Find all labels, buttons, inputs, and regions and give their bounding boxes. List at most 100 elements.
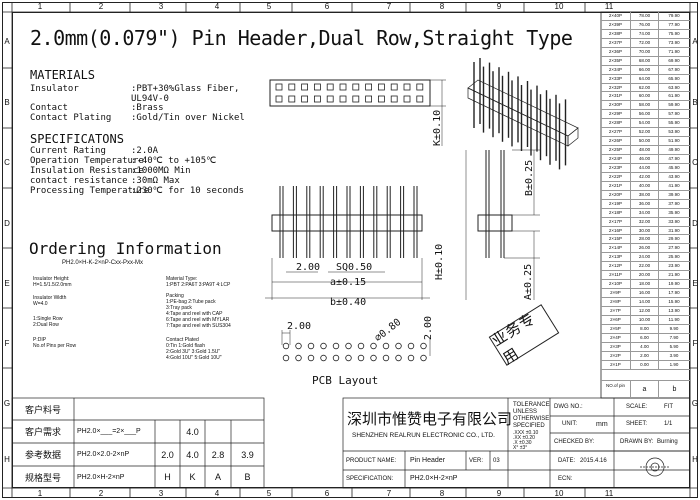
spec-b: B [244,472,251,482]
materials-value: :Gold/Tin over Nickel [131,113,245,123]
tolerance-value: .XX ±0.20 [513,435,535,441]
order-note: 3:Tray pack [166,305,192,311]
customer-req-k: 4.0 [186,426,199,437]
spec-label: Operation Temperature [30,156,144,166]
part-dim-b: 27.90 [668,245,680,251]
part-dim-a: 10.00 [631,315,659,324]
ruler-label: 9 [496,2,502,11]
materials-value: UL94V-0 [131,94,169,104]
part-dim-a: 44.00 [631,163,659,172]
part-pin-count: 2×5P [601,324,631,333]
ruler-label: 4 [214,2,220,11]
reference-h: 2.0 [161,449,174,460]
part-dim-b: 45.90 [668,164,680,170]
reference-a: 2.8 [211,449,225,460]
part-pin-count: 2×10P [601,280,631,289]
part-dim-b: 29.90 [668,236,680,242]
order-note: P:DIP [33,337,47,343]
spec-value: :1000MΩ Min [131,166,191,176]
pcb-hole [382,342,390,350]
part-dim-b: 35.90 [668,209,680,215]
top-view-pin [339,95,347,103]
spec-value: :30mΩ Max [131,176,180,186]
order-note: 6:Tape and reel with MYLAR [166,317,230,323]
top-view-pin [326,83,334,91]
inner-frame [12,12,690,488]
projection-symbol [640,457,670,477]
top-view-pin [390,83,398,91]
part-pin-count: 2×7P [601,306,631,315]
part-dim-a: 68.00 [631,56,659,65]
title-block-grid [342,397,691,489]
pcb-hole [407,354,415,362]
scale-label: SCALE: [626,404,648,410]
ruler-label: 6 [324,489,330,498]
ruler-label: F [4,339,10,348]
ordering-heading: Ordering Information [29,239,222,258]
top-view-pin [365,83,373,91]
pcb-hole [332,342,340,350]
order-note: Insulator Width [33,295,67,301]
ruler-label: B [692,98,698,107]
part-pin-count: 2×32P [601,83,631,92]
part-pin-count: 2×29P [601,110,631,119]
top-view-pin [288,83,296,91]
part-dim-a: 26.00 [631,244,659,253]
part-dim-a: 42.00 [631,172,659,181]
part-dim-b: 23.90 [668,263,680,269]
company-name-cn: 深圳市惟赞电子有限公司 [347,410,513,428]
order-note: Insulator Height: [33,276,70,282]
part-dim-a: 78.00 [631,12,659,20]
pcb-hole [395,342,402,350]
part-dim-b: 21.90 [668,272,680,278]
materials-value: :Brass [131,103,164,113]
part-pin-count: 2×16P [601,226,631,235]
part-dim-b: 33.90 [668,218,680,224]
part-pin-count: 2×28P [601,119,631,128]
part-dim-a: 24.00 [631,253,659,262]
ruler-label: 2 [98,2,104,11]
part-dim-b: 9.90 [669,325,679,331]
part-pin-count: 2×31P [601,92,631,101]
ruler-label: B [4,98,10,107]
spec-model-label: 规格型号 [24,472,61,483]
part-dim-a: 72.00 [631,38,659,47]
part-dim-a: 66.00 [631,65,659,74]
part-pin-count: 2×8P [601,298,631,306]
spec-model: PH2.0×H-2×nP [77,473,125,481]
ver-label: VER: [469,458,484,464]
part-dim-b: 75.90 [668,30,680,36]
top-view-pin [416,83,424,91]
company-name-en: SHENZHEN REALRUN ELECTRONIC CO., LTD. [352,432,495,439]
part-dim-b: 55.90 [668,120,680,126]
tolerance-value: X° ±3° [513,445,528,451]
part-pin-count: 2×23P [601,163,631,172]
ruler-label: 4 [214,489,220,498]
drawn-by-label: DRAWN BY: [620,439,654,445]
pcb-hole [420,342,427,350]
pcb-hole [370,354,377,362]
ecn-label: ECN: [558,476,573,482]
part-dim-a: 46.00 [631,155,659,163]
part-table-header-a: a [631,381,659,398]
part-dim-a: 74.00 [631,29,659,38]
part-dim-b: 17.90 [668,290,680,296]
part-dim-a: 54.00 [631,119,659,128]
ruler-label: 7 [386,489,392,498]
part-pin-count: 2×6P [601,315,631,324]
part-dim-b: 15.90 [668,299,680,304]
part-dim-a: 8.00 [631,324,659,333]
product-name-label: PRODUCT NAME: [346,458,397,464]
